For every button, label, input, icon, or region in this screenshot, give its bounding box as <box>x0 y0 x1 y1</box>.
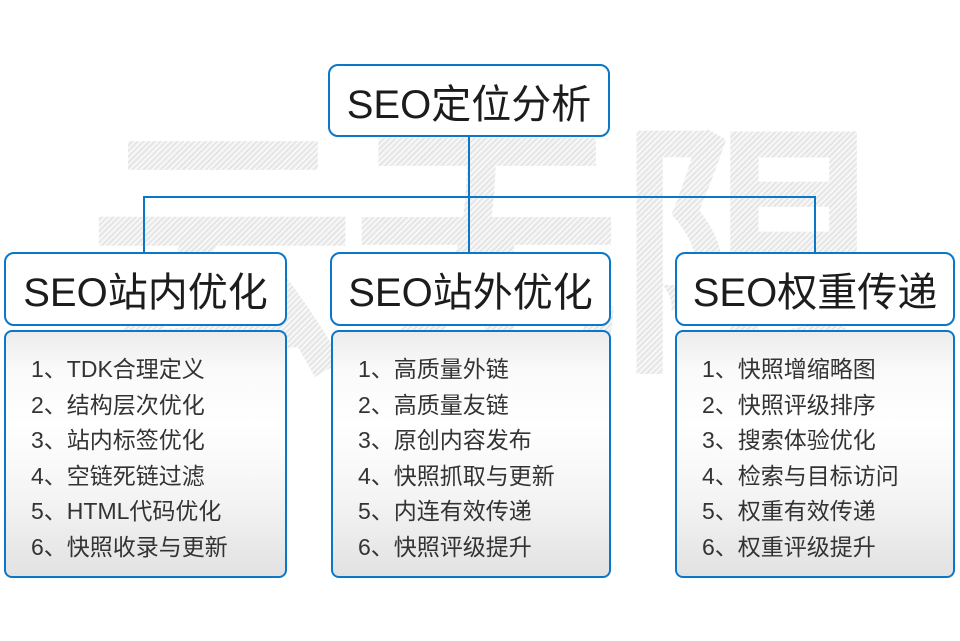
list-item: 6、快照收录与更新 <box>31 533 228 560</box>
list-item: 1、快照增缩略图 <box>702 356 876 382</box>
header-label-onsite: SEO站内优化 <box>23 271 268 315</box>
list-onsite-seo: 1、TDK合理定义 2、结构层次优化 3、站内标签优化 4、空链死链过滤 5、H… <box>4 330 287 578</box>
list-item: 5、内连有效传递 <box>358 498 532 524</box>
connector-middle-drop <box>468 197 470 252</box>
root-node-seo-positioning: SEO定位分析 <box>328 64 610 137</box>
list-item: 2、高质量友链 <box>358 391 509 418</box>
list-item: 4、快照抓取与更新 <box>358 462 555 489</box>
header-node-offsite-seo: SEO站外优化 <box>330 252 611 326</box>
list-item: 1、TDK合理定义 <box>31 356 205 382</box>
connector-root-down <box>468 136 470 198</box>
header-label-weight: SEO权重传递 <box>692 271 938 315</box>
list-item: 3、站内标签优化 <box>31 427 205 453</box>
list-item: 2、结构层次优化 <box>31 391 205 418</box>
list-item: 1、高质量外链 <box>358 356 509 382</box>
list-item: 3、原创内容发布 <box>358 427 532 453</box>
list-item: 4、空链死链过滤 <box>31 462 205 489</box>
list-item: 5、权重有效传递 <box>702 498 876 524</box>
header-node-onsite-seo: SEO站内优化 <box>4 252 287 326</box>
connector-right-drop <box>814 197 816 252</box>
list-item: 3、搜索体验优化 <box>702 427 876 453</box>
connector-left-drop <box>143 197 145 252</box>
list-item: 2、快照评级排序 <box>702 391 876 418</box>
list-item: 6、权重评级提升 <box>702 533 876 560</box>
header-node-weight-transfer: SEO权重传递 <box>675 252 955 326</box>
list-item: 6、快照评级提升 <box>358 533 532 560</box>
list-offsite-seo: 1、高质量外链 2、高质量友链 3、原创内容发布 4、快照抓取与更新 5、内连有… <box>331 330 611 578</box>
list-weight-transfer: 1、快照增缩略图 2、快照评级排序 3、搜索体验优化 4、检索与目标访问 5、权… <box>675 330 955 578</box>
list-item: 5、HTML代码优化 <box>31 498 222 524</box>
connector-horizontal <box>143 196 816 198</box>
list-item: 4、检索与目标访问 <box>702 462 899 489</box>
header-label-offsite: SEO站外优化 <box>348 271 593 315</box>
root-node-label: SEO定位分析 <box>346 82 592 127</box>
